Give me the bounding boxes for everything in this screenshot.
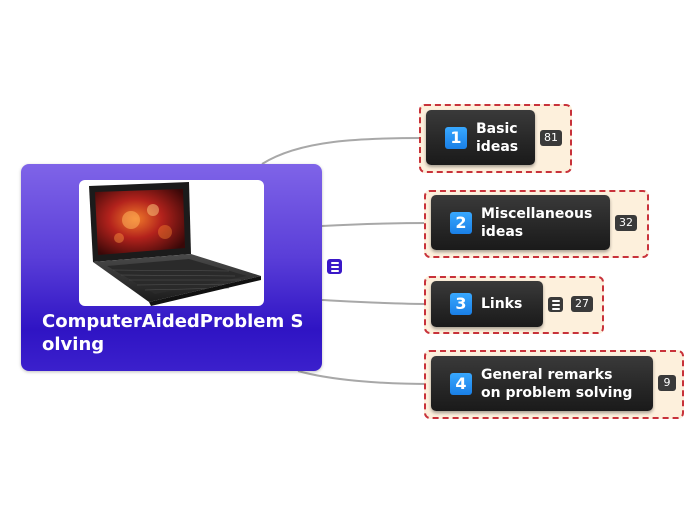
central-topic-title: ComputerAidedProblem Solving — [42, 311, 304, 355]
numbered-badge-icon: 4 — [450, 373, 472, 395]
topic-label-line: Basic — [476, 121, 518, 137]
topic-label-line: ideas — [481, 224, 524, 240]
subtopic-count-badge[interactable]: 27 — [571, 296, 593, 312]
topic-1-basic-ideas[interactable]: 1 Basic ideas — [426, 110, 535, 165]
topic-3-links[interactable]: 3 Links — [431, 281, 543, 327]
topic-label-line: Links — [481, 296, 523, 312]
topic-4-general-remarks[interactable]: 4 General remarks on problem solving — [431, 356, 653, 411]
numbered-badge-icon: 1 — [445, 127, 467, 149]
numbered-badge-icon: 2 — [450, 212, 472, 234]
topic-label: Basic ideas — [476, 120, 518, 156]
numbered-badge-icon: 3 — [450, 293, 472, 315]
topic-label: Links — [481, 295, 522, 313]
subtopic-count-badge[interactable]: 32 — [615, 215, 637, 231]
topic-label-line: ideas — [476, 139, 519, 155]
topic-label: Miscellaneous ideas — [481, 205, 592, 241]
laptop-image — [79, 180, 264, 306]
topic-2-miscellaneous-ideas[interactable]: 2 Miscellaneous ideas — [431, 195, 610, 250]
connector-topic-1 — [261, 137, 427, 165]
note-icon[interactable] — [548, 297, 563, 312]
laptop-photo-icon — [89, 182, 261, 306]
connector-topic-3 — [321, 299, 432, 305]
note-icon[interactable] — [327, 259, 342, 274]
topic-label: General remarks on problem solving — [481, 366, 632, 402]
connector-topic-2 — [321, 222, 432, 227]
subtopic-count-badge[interactable]: 81 — [540, 130, 562, 146]
subtopic-count-badge[interactable]: 9 — [658, 375, 676, 391]
topic-label-line: on problem solving — [481, 385, 633, 401]
topic-label-line: Miscellaneous — [481, 206, 593, 222]
connector-topic-4 — [297, 370, 432, 385]
central-topic[interactable]: ComputerAidedProblem Solving — [21, 164, 322, 371]
topic-label-line: General remarks — [481, 367, 613, 383]
